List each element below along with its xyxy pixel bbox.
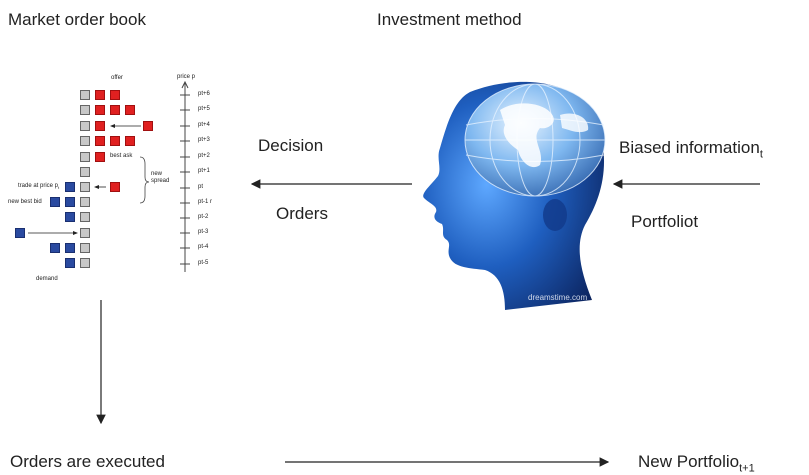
price-header: price p	[177, 74, 196, 80]
orders-executed-label: Orders are executed	[10, 452, 165, 471]
tick-label: pt-3	[198, 229, 209, 235]
biased-information-subscript: t	[759, 148, 763, 161]
tick-label: pt+6	[198, 91, 210, 97]
bid-order-square	[65, 243, 75, 253]
bid-order-square	[65, 258, 75, 268]
tick-label: pt	[198, 184, 204, 190]
order-square	[80, 182, 90, 192]
bid-order-square	[65, 212, 75, 222]
order-square	[80, 243, 90, 253]
biased-information-text: Biased information	[619, 138, 760, 157]
tick-label: pt-4	[198, 244, 209, 250]
new-best-bid-label: new best bid	[8, 199, 42, 205]
tick-label: pt-5	[198, 260, 209, 266]
ask-order-square	[125, 105, 135, 115]
order-square	[80, 167, 90, 177]
best-ask-label: best ask	[110, 153, 133, 159]
trade-at-price-text: trade at price p	[18, 183, 59, 189]
decision-label: Decision	[258, 136, 324, 155]
biased-information-label: Biased informationt	[619, 138, 763, 160]
ask-order-square	[95, 90, 105, 100]
tick-label: pt+2	[198, 153, 210, 159]
ask-order-square	[110, 136, 120, 146]
order-square	[80, 105, 90, 115]
bid-order-square	[65, 182, 75, 192]
tick-label: pt-2	[198, 214, 209, 220]
portfolio-label: Portfoliot	[631, 212, 699, 231]
ask-order-square	[110, 90, 120, 100]
trade-at-price-subscript: t	[58, 185, 60, 191]
demand-label: demand	[36, 276, 58, 282]
ask-order-square	[125, 136, 135, 146]
bid-order-square	[65, 197, 75, 207]
incoming-bid-order-square	[15, 228, 25, 238]
ask-order-square	[95, 121, 105, 131]
watermark: dreamstime.com	[528, 293, 587, 302]
trade-at-price-label: trade at price pt	[18, 183, 59, 190]
order-square	[80, 258, 90, 268]
order-square	[80, 136, 90, 146]
ask-order-square	[95, 105, 105, 115]
order-square	[80, 197, 90, 207]
bid-order-square	[50, 243, 60, 253]
tick-label: pt+1	[198, 168, 210, 174]
market-order-book-title: Market order book	[8, 10, 146, 29]
tick-label: pt+4	[198, 122, 210, 128]
orders-label: Orders	[276, 204, 328, 223]
order-square	[80, 121, 90, 131]
investment-method-title: Investment method	[377, 10, 522, 29]
new-portfolio-subscript: t+1	[739, 462, 755, 475]
tick-label: pt-1 r	[198, 199, 213, 205]
offer-label: offer	[111, 75, 123, 81]
tick-label: pt+3	[198, 137, 210, 143]
order-square	[80, 90, 90, 100]
tick-label: pt+5	[198, 106, 210, 112]
new-portfolio-text: New Portfolio	[638, 452, 740, 471]
ask-order-square	[110, 105, 120, 115]
incoming-ask-order-square	[143, 121, 153, 131]
order-square	[80, 212, 90, 222]
new-portfolio-label: New Portfoliot+1	[638, 452, 755, 474]
order-square	[80, 228, 90, 238]
new-spread-label: new spread	[151, 171, 170, 184]
order-square	[80, 152, 90, 162]
ask-order-square	[95, 136, 105, 146]
incoming-ask-order-square	[110, 182, 120, 192]
bid-order-square	[50, 197, 60, 207]
best-ask-order-square	[95, 152, 105, 162]
